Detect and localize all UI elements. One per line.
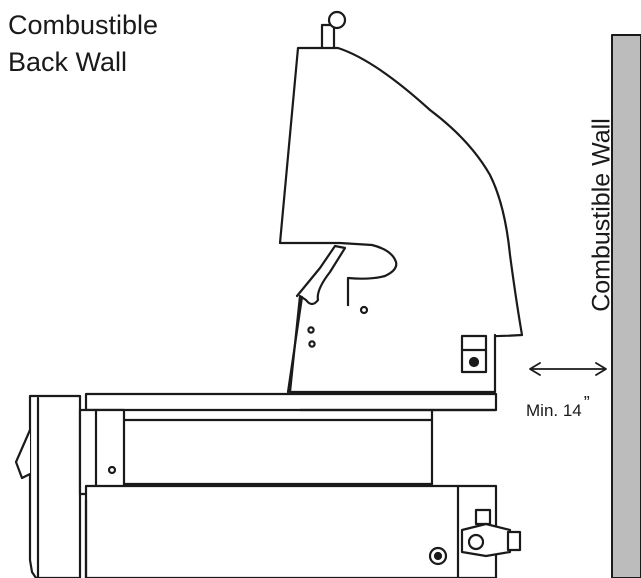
lid-bolt xyxy=(359,305,369,315)
gas-regulator xyxy=(428,508,522,566)
front-handle xyxy=(14,428,32,480)
cart-frame xyxy=(78,408,126,496)
clearance-arrow xyxy=(529,362,607,376)
clearance-value: Min. 14 xyxy=(526,401,582,420)
combustible-wall-shape xyxy=(611,34,641,578)
ignition-box xyxy=(460,334,488,374)
grill-lid xyxy=(278,46,524,338)
body-bolt-2 xyxy=(308,340,316,348)
back-wall-label-line2: Back Wall xyxy=(8,47,128,77)
side-wall-label: Combustible Wall xyxy=(587,118,616,312)
clearance-unit: ” xyxy=(583,393,590,413)
clearance-label: Min. 14” xyxy=(526,393,590,421)
countertop xyxy=(84,392,498,412)
firebox-body xyxy=(288,244,497,394)
body-bolt-1 xyxy=(307,326,315,334)
back-wall-label-line1: Combustible xyxy=(8,10,159,40)
frame-bolt xyxy=(107,465,117,475)
lid-handle xyxy=(320,10,347,55)
cart-front-panel xyxy=(28,394,82,578)
